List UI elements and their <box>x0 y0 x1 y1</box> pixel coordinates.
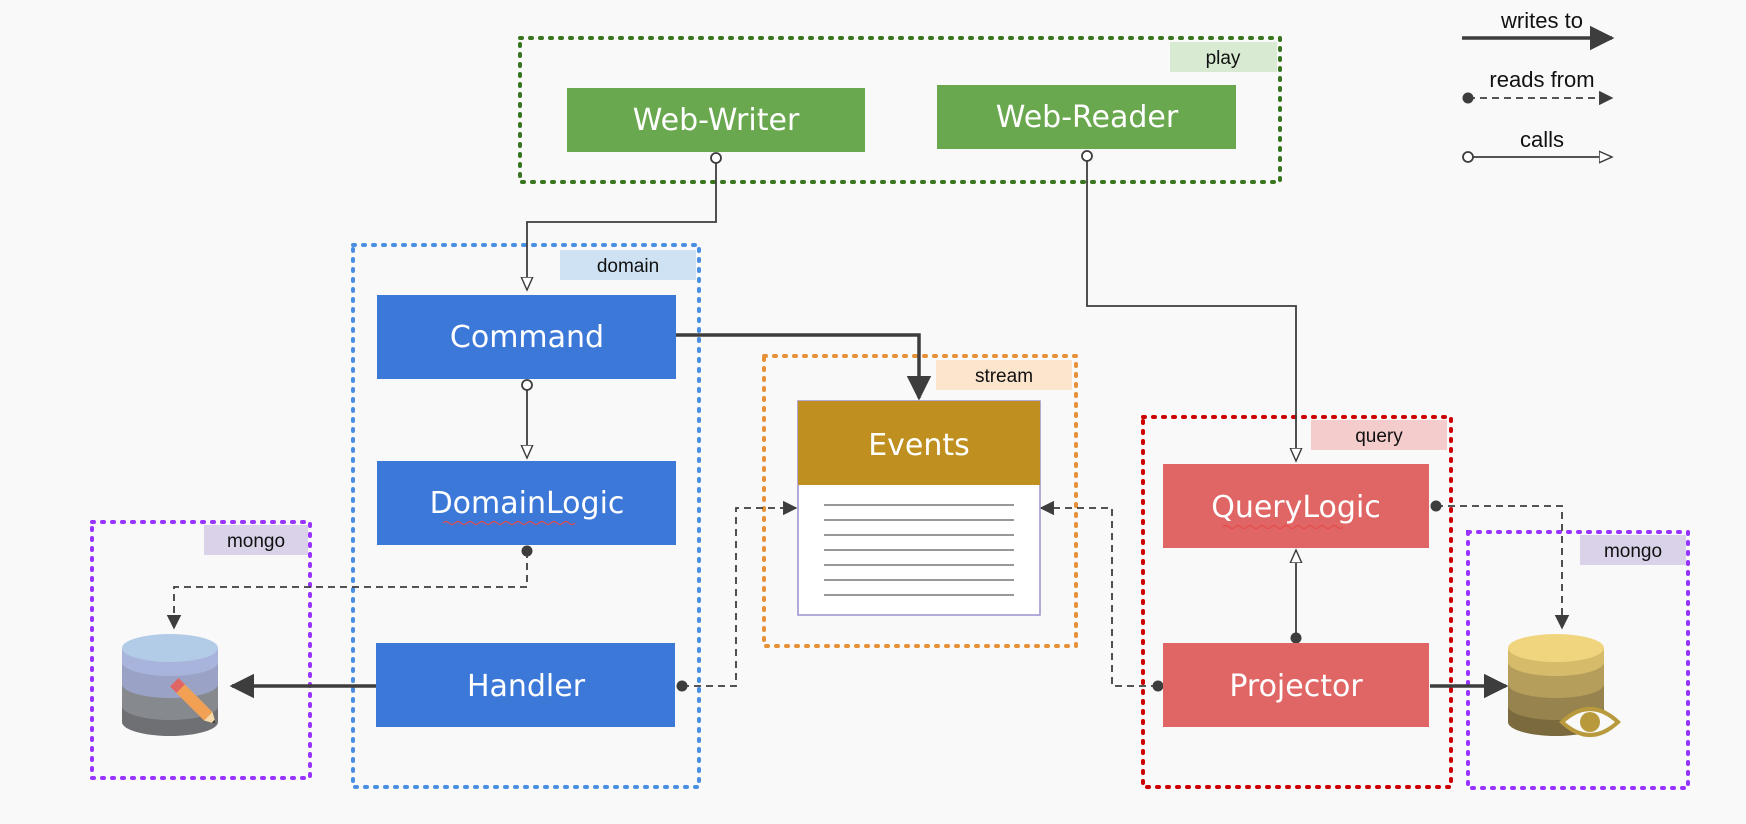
stream-tag: stream <box>975 366 1033 387</box>
command-label: Command <box>450 320 604 355</box>
calls-webwriter-command <box>527 152 722 290</box>
web-writer-node[interactable]: Web-Writer <box>567 88 865 152</box>
web-reader-node[interactable]: Web-Reader <box>937 85 1236 149</box>
domain-logic-node[interactable]: DomainLogic <box>377 461 676 545</box>
query-group: query <box>1141 415 1453 789</box>
legend-writes-to-label: writes to <box>1500 8 1583 33</box>
domain-group: domain <box>351 243 701 789</box>
domain-tag: domain <box>597 256 659 277</box>
legend-calls: calls <box>1462 127 1612 162</box>
mongo-left-group: mongo <box>90 520 312 780</box>
play-tag: play <box>1206 48 1241 69</box>
query-tag: query <box>1355 426 1403 447</box>
web-reader-label: Web-Reader <box>996 100 1179 135</box>
projector-label: Projector <box>1229 669 1363 704</box>
legend-reads-from-label: reads from <box>1489 67 1594 92</box>
database-pencil-icon <box>122 634 218 736</box>
projector-node[interactable]: Projector <box>1163 643 1429 727</box>
command-node[interactable]: Command <box>377 295 676 379</box>
reads-querylogic-mongo <box>1430 500 1570 630</box>
query-logic-label: QueryLogic <box>1211 490 1381 525</box>
legend-reads-from: reads from <box>1462 67 1614 106</box>
handler-label: Handler <box>467 669 586 704</box>
mongo-left-tag: mongo <box>227 531 285 552</box>
database-eye-icon <box>1508 634 1621 737</box>
calls-webreader-querylogic <box>1081 150 1296 461</box>
reads-domainlogic-mongo <box>166 545 533 630</box>
mongo-right-tag: mongo <box>1604 541 1662 562</box>
events-log-lines <box>824 504 1014 596</box>
events-label: Events <box>868 428 970 463</box>
reads-handler-events <box>676 500 798 692</box>
domain-logic-label: DomainLogic <box>430 486 625 521</box>
legend-writes-to: writes to <box>1462 8 1615 51</box>
query-logic-node[interactable]: QueryLogic <box>1163 464 1429 548</box>
calls-projector-querylogic <box>1291 550 1302 644</box>
events-node[interactable]: Events <box>797 400 1041 616</box>
play-group: play <box>518 36 1282 184</box>
stream-group: stream <box>762 354 1078 648</box>
handler-node[interactable]: Handler <box>376 643 675 727</box>
legend: writes to reads from calls <box>1462 8 1615 162</box>
mongo-right-group: mongo <box>1466 530 1690 790</box>
legend-calls-label: calls <box>1520 127 1564 152</box>
writes-command-events <box>676 333 932 401</box>
reads-projector-events <box>1039 500 1164 692</box>
calls-command-domainlogic <box>522 379 532 458</box>
web-writer-label: Web-Writer <box>633 103 800 138</box>
spellcheck-squiggle <box>442 520 576 526</box>
spellcheck-squiggle <box>1222 524 1344 530</box>
